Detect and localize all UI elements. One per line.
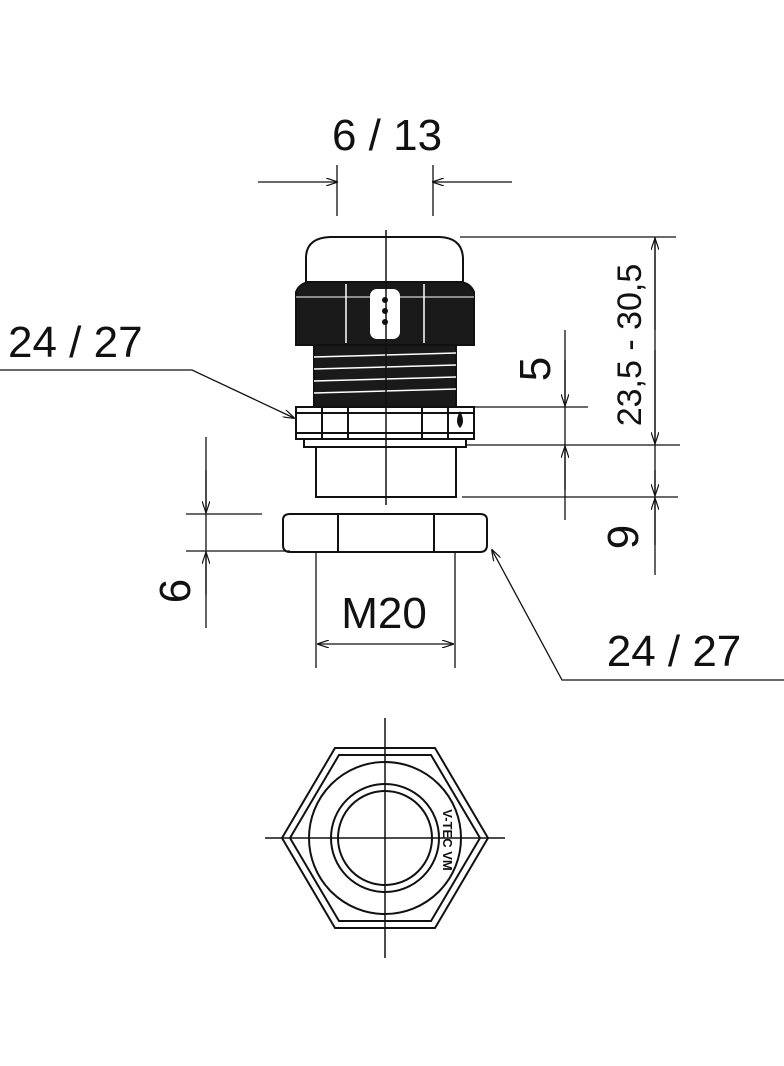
- hex-outline-outer: [280, 747, 490, 929]
- dome-cap: [305, 236, 464, 283]
- hex-outline-inner: [288, 754, 482, 922]
- dimension-lines: [0, 165, 784, 681]
- top-view: V-TEC VM: [265, 718, 505, 958]
- dim-locknut-wrench-label: 24 / 27: [607, 627, 742, 676]
- logo-emboss: V-TEC VM: [440, 809, 455, 870]
- outer-ring: [308, 761, 462, 915]
- dim-total-height-label: 23,5 - 30,5: [611, 264, 649, 427]
- middle-ring: [330, 783, 440, 893]
- dim-thread-size-label: M20: [341, 589, 427, 638]
- dim-lower-height-label: 9: [599, 525, 648, 549]
- dim-cap-wrench-label: 24 / 27: [8, 318, 143, 367]
- inner-ring: [337, 790, 433, 886]
- side-view: [282, 230, 488, 553]
- locknut: [282, 513, 488, 553]
- dim-seal-range-label: 6 / 13: [332, 111, 442, 160]
- dim-locknut-thickness-label: 6: [151, 579, 200, 603]
- dim-thread-length-label: 5: [511, 357, 560, 381]
